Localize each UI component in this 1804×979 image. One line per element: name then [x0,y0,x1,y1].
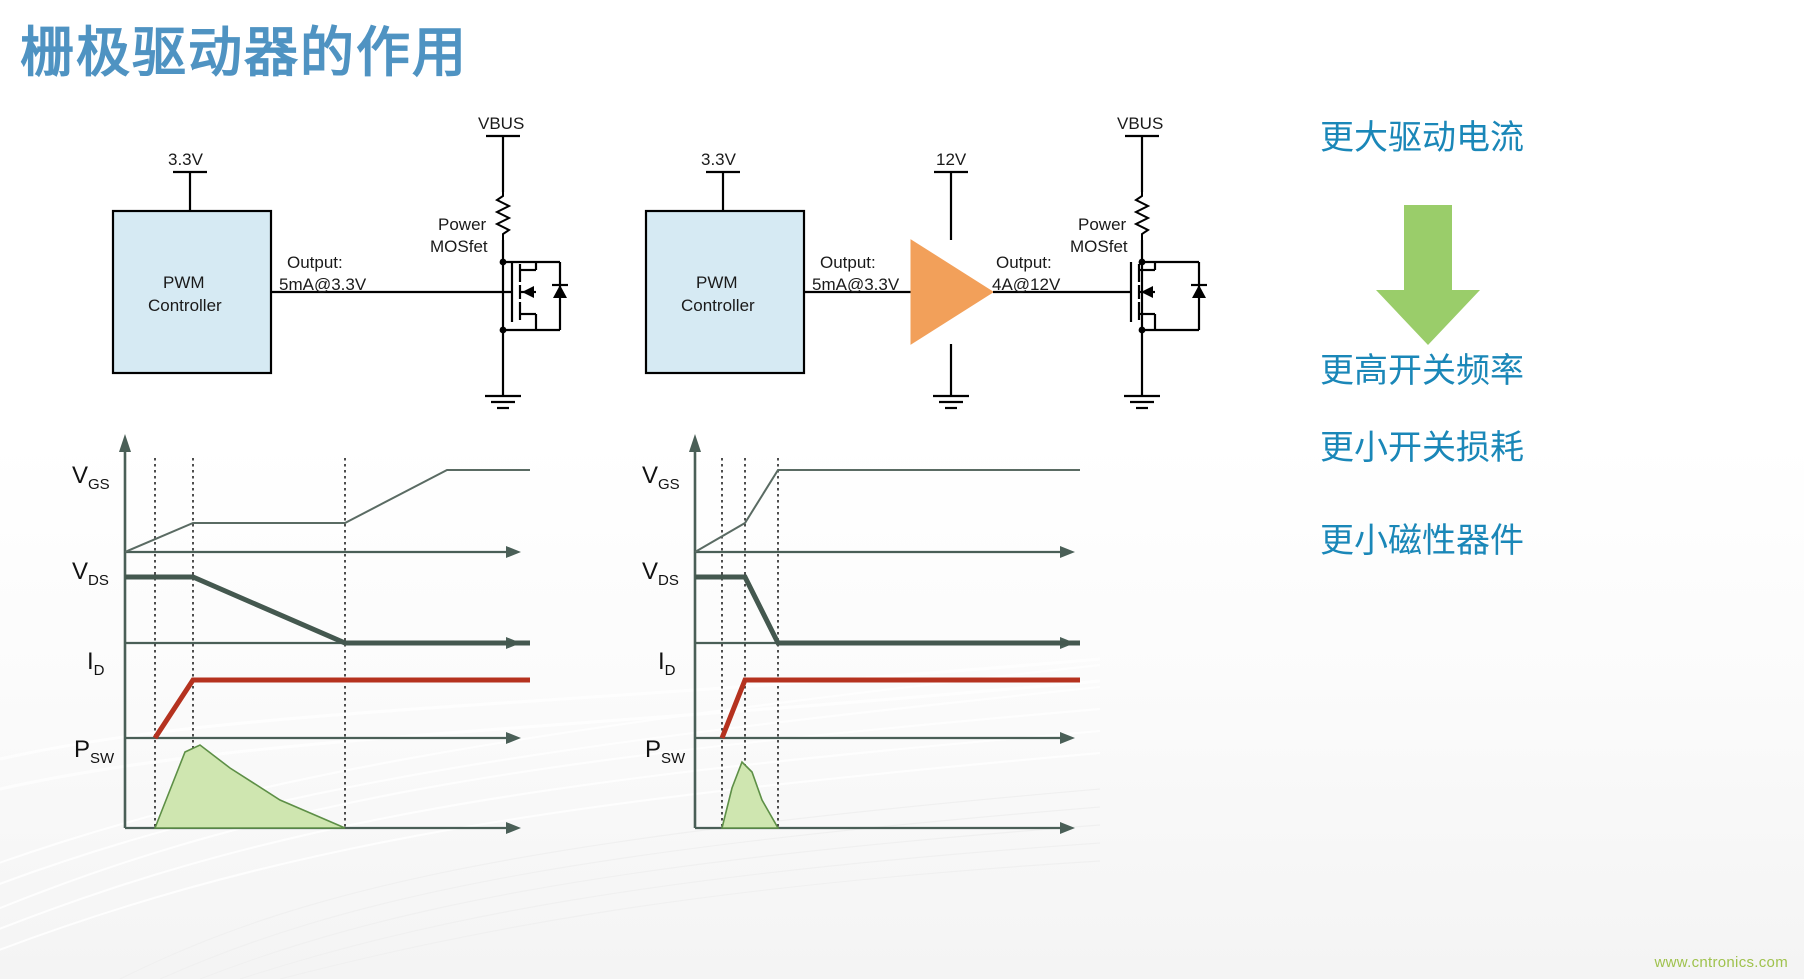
left-supply-label: 3.3V [168,150,203,169]
right-wf-vgs-trace [694,469,1080,553]
right-output-label-line2: 5mA@3.3V [812,275,900,294]
left-mosfet-label-line2: MOSfet [430,237,488,256]
right-wf-psw-sub: SW [661,749,686,767]
left-mosfet-bulk-arrow [522,286,534,298]
left-wf-vds-main: V [72,558,89,585]
left-wf-vgs-trace [124,469,530,553]
benefit-item-3: 更小开关损耗 [1320,428,1524,468]
gate-driver-amplifier [910,239,994,345]
left-wf-id-trace [152,677,530,740]
right-pwm-label-line1: PWM [696,273,738,292]
left-wf-psw-main: P [74,736,91,763]
right-load-resistor [1133,192,1151,240]
green-arrow-shape [1376,205,1480,345]
right-pwm-label-line2: Controller [681,296,755,315]
right-wf-psw-area [720,760,780,829]
left-wf-vds-sub: DS [88,571,109,589]
left-pwm-block [111,209,273,375]
right-driver-output-line1: Output: [996,253,1052,272]
left-load-resistor [494,192,512,240]
right-wf-vgs-arrow [1060,546,1075,558]
right-vbus-label: VBUS [1117,114,1164,133]
left-wf-vgs-label: VGS [72,462,110,493]
right-wf-psw-main: P [645,736,662,763]
right-wf-y-arrowhead [689,434,701,452]
left-wf-vgs-arrow [506,546,521,558]
page-title: 栅极驱动器的作用 [20,23,468,83]
right-wf-psw-arrow [1060,822,1075,834]
left-waveform-chart [119,434,530,834]
left-mosfet-label-line1: Power [438,215,487,234]
right-wf-vds-trace [695,574,1080,646]
right-wf-psw-label: PSW [645,736,685,767]
right-wf-vds-label: VDS [642,558,679,589]
benefit-item-4: 更小磁性器件 [1320,521,1524,561]
right-wf-id-main: I [658,648,665,675]
left-output-label-line1: Output: [287,253,343,272]
right-mosfet-label-line2: MOSfet [1070,237,1128,256]
right-wf-vgs-main: V [642,462,659,489]
right-driver-output-line2: 4A@12V [992,275,1061,294]
left-vbus-label: VBUS [478,114,525,133]
benefit-item-1: 更大驱动电流 [1320,118,1524,158]
right-mosfet-label-line1: Power [1078,215,1127,234]
right-wf-vds-main: V [642,558,659,585]
right-waveform-chart [689,434,1080,834]
left-wf-psw-sub: SW [90,749,115,767]
left-wf-psw-label: PSW [74,736,114,767]
left-pwm-label-line2: Controller [148,296,222,315]
right-supply-label: 3.3V [701,150,736,169]
right-diode-triangle [1192,285,1206,298]
right-wf-id-sub: D [664,661,676,679]
left-circuit-group [111,134,568,410]
right-circuit-group [644,134,1207,410]
right-wf-id-label: ID [658,648,676,679]
right-wf-id-trace [719,677,1080,739]
left-wf-vgs-main: V [72,462,89,489]
left-wf-y-arrowhead [119,434,131,452]
left-wf-id-sub: D [93,661,105,679]
right-pwm-block [644,209,806,375]
right-wf-id-arrow [1060,732,1075,744]
left-wf-id-main: I [87,648,94,675]
left-wf-psw-area [153,744,346,829]
benefit-item-2: 更高开关频率 [1320,351,1524,391]
right-output-label-line1: Output: [820,253,876,272]
left-wf-psw-arrow [506,822,521,834]
left-wf-vgs-sub: GS [88,475,110,493]
left-pwm-label-line1: PWM [163,273,205,292]
left-wf-id-label: ID [87,648,105,679]
right-mosfet-bulk-arrow [1141,286,1153,298]
left-wf-vds-label: VDS [72,558,109,589]
left-diode-triangle [553,285,567,298]
right-wf-vds-sub: DS [658,571,679,589]
left-wf-vds-trace [125,574,530,646]
site-watermark: www.cntronics.com [1654,954,1788,971]
left-wf-id-arrow [506,732,521,744]
right-wf-vgs-label: VGS [642,462,680,493]
right-driver-supply-label: 12V [936,150,967,169]
left-output-label-line2: 5mA@3.3V [279,275,367,294]
green-down-arrow-icon [1376,205,1480,345]
right-wf-vgs-sub: GS [658,475,680,493]
